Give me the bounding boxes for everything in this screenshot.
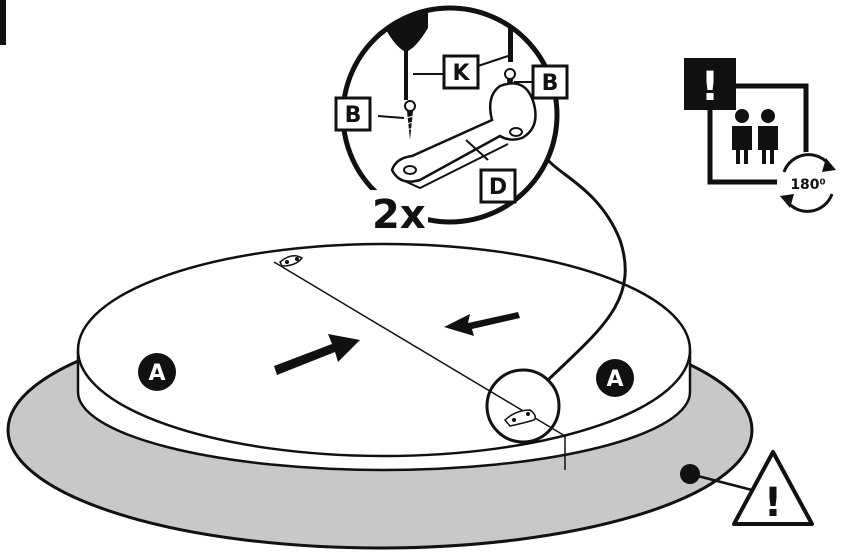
detail-callout-circle <box>485 368 561 444</box>
bracket-top <box>279 255 304 267</box>
push-arrow-right-half <box>444 312 520 336</box>
panel-a-label-left: A <box>138 353 176 391</box>
warning-mark: ! <box>764 480 782 526</box>
callout-leader <box>546 159 627 382</box>
rotate-180-icon: 180⁰ <box>777 152 839 214</box>
bracket-d <box>390 82 537 190</box>
label-k-text: K <box>452 61 470 86</box>
quantity-text: 2x <box>372 192 426 238</box>
rug-warning: ! <box>680 450 814 526</box>
two-person-icon: ! <box>684 58 809 185</box>
rotation-text: 180⁰ <box>790 177 825 193</box>
label-k: K <box>442 54 480 90</box>
panel-seam <box>273 261 566 437</box>
label-b-left: B <box>334 96 372 132</box>
label-d-text: D <box>489 175 507 200</box>
label-b-left-text: B <box>345 103 362 128</box>
screw-icon <box>404 100 416 140</box>
panel-a-text-left: A <box>148 361 165 386</box>
two-person-warning-mark: ! <box>701 64 719 110</box>
label-d: D <box>479 168 517 204</box>
warning-triangle-icon: ! <box>732 450 814 526</box>
panel-a-label-right: A <box>596 359 634 397</box>
push-arrow-left-half <box>274 334 360 375</box>
label-b-right: B <box>531 64 569 100</box>
corner-mark <box>0 0 6 45</box>
round-tabletop <box>76 242 692 472</box>
label-b-right-text: B <box>542 71 559 96</box>
panel-a-text-right: A <box>606 367 623 392</box>
